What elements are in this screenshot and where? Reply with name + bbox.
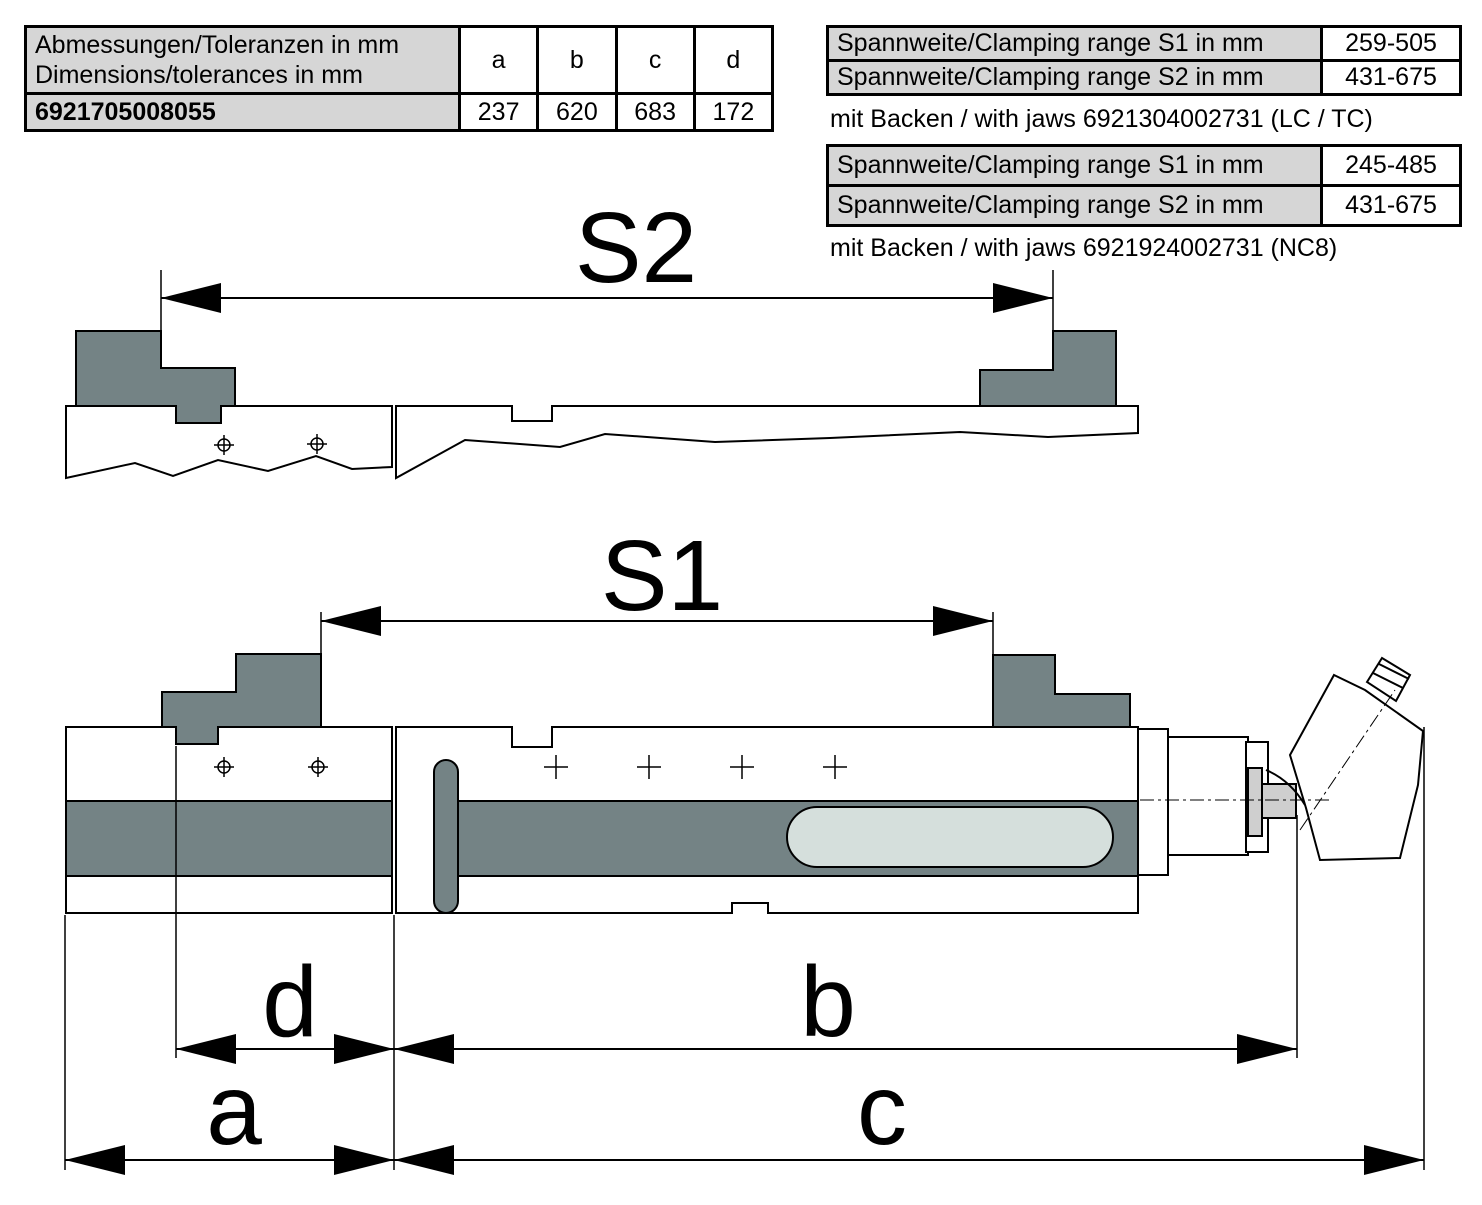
dimensions-header: Abmessungen/Toleranzen in mm Dimensions/… bbox=[24, 25, 461, 95]
side-view: S1 bbox=[65, 520, 1425, 914]
dimension-d-label: d bbox=[262, 946, 318, 1058]
clamping-range-s2-value: 431-675 bbox=[1320, 184, 1462, 227]
part-number: 6921705008055 bbox=[24, 92, 461, 132]
top-view-right-jaw bbox=[979, 330, 1117, 407]
value-b: 620 bbox=[536, 92, 618, 132]
crank-handle-icon bbox=[1288, 656, 1425, 862]
side-view-left-jaw bbox=[161, 653, 322, 745]
top-view-center-marks bbox=[214, 434, 327, 455]
dimensions-header-en: Dimensions/tolerances in mm bbox=[35, 61, 363, 89]
clamping-range-s1-value: 259-505 bbox=[1320, 25, 1462, 62]
dimension-a-label: a bbox=[206, 1054, 262, 1166]
column-header-d: d bbox=[692, 25, 775, 95]
clamping-range-s1-value: 245-485 bbox=[1320, 144, 1462, 187]
jaws-note-nc8: mit Backen / with jaws 6921924002731 (NC… bbox=[830, 234, 1338, 262]
clamping-range-s1-label: Spannweite/Clamping range S1 in mm bbox=[826, 25, 1323, 62]
clamping-range-s1-label: Spannweite/Clamping range S1 in mm bbox=[826, 144, 1323, 187]
dimensions-header-de: Abmessungen/Toleranzen in mm bbox=[35, 31, 400, 59]
clamping-range-table-lc-tc: Spannweite/Clamping range S1 in mm 259-5… bbox=[826, 25, 1462, 96]
clamping-range-s2-label: Spannweite/Clamping range S2 in mm bbox=[826, 59, 1323, 96]
side-view-center-marks bbox=[214, 755, 847, 779]
dimension-b-label: b bbox=[800, 946, 856, 1058]
clamping-range-s2-value: 431-675 bbox=[1320, 59, 1462, 96]
dimensions-table: Abmessungen/Toleranzen in mm Dimensions/… bbox=[24, 25, 775, 132]
column-header-a: a bbox=[457, 25, 540, 95]
s1-label: S1 bbox=[601, 520, 723, 632]
top-view-body bbox=[65, 405, 1139, 480]
top-view: S2 bbox=[65, 192, 1139, 480]
value-c: 683 bbox=[614, 92, 696, 132]
top-view-left-jaw bbox=[75, 330, 236, 424]
spindle-assembly bbox=[1137, 728, 1306, 876]
value-d: 172 bbox=[692, 92, 775, 132]
jaws-note-lc-tc: mit Backen / with jaws 6921304002731 (LC… bbox=[830, 105, 1373, 133]
center-axis-line bbox=[1140, 689, 1396, 831]
column-header-b: b bbox=[536, 25, 618, 95]
vise-base-left bbox=[65, 726, 393, 914]
vise-base-right bbox=[395, 726, 1139, 914]
value-a: 237 bbox=[457, 92, 540, 132]
column-header-c: c bbox=[614, 25, 696, 95]
s2-dimension-line bbox=[160, 270, 1054, 330]
side-view-right-jaw bbox=[992, 654, 1131, 728]
s2-label: S2 bbox=[575, 192, 697, 304]
clamping-range-table-nc8: Spannweite/Clamping range S1 in mm 245-4… bbox=[826, 144, 1462, 227]
s1-dimension-line bbox=[320, 606, 994, 655]
dimension-c-label: c bbox=[857, 1054, 907, 1166]
clamping-range-s2-label: Spannweite/Clamping range S2 in mm bbox=[826, 184, 1323, 227]
